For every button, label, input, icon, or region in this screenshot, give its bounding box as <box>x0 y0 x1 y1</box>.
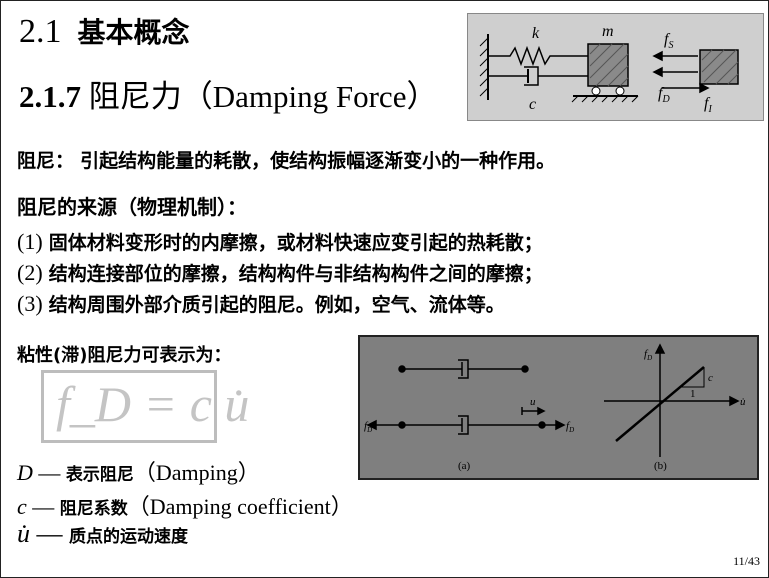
damping-formula-box: f_D = c u̇ <box>41 370 249 443</box>
symbol-definition: c — 阻尼系数（Damping coefficient） <box>17 494 353 519</box>
spring-label-k: k <box>532 25 540 42</box>
symbol-definition: D — 表示阻尼（Damping） <box>17 460 260 485</box>
sdof-figure: k m c fS fD fI <box>467 13 764 121</box>
figure-label-b: (b) <box>654 460 667 472</box>
definition-text: 引起结构能量的耗散，使结构振幅逐渐变小的一种作用。 <box>80 150 556 172</box>
section-number: 2.1 <box>19 13 62 50</box>
subsection-title: 阻尼力（Damping Force） <box>88 79 438 114</box>
figure-label-a: (a) <box>458 460 471 472</box>
damping-formula: f_D = c u̇ <box>56 376 250 432</box>
section-title: 基本概念 <box>77 16 190 49</box>
damper-label-c: c <box>529 96 536 113</box>
slope-label-c: c <box>708 372 713 384</box>
viscous-label: 粘性(滞)阻尼力可表示为： <box>17 345 232 366</box>
section-heading: 2.1 基本概念 <box>19 11 190 51</box>
source-item: (3) 结构周围外部介质引起的阻尼。例如，空气、流体等。 <box>17 291 505 316</box>
source-item: (1) 固体材料变形时的内摩擦，或材料快速应变引起的热耗散； <box>17 229 543 254</box>
damper-figure: fD fD u fD u̇ c 1 (a) (b) <box>358 335 759 480</box>
force-label-fi: fI <box>704 95 712 115</box>
subsection-heading: 2.1.7 阻尼力（Damping Force） <box>19 71 437 116</box>
mass-label-m: m <box>602 23 614 40</box>
fd-left-label: fD <box>364 420 372 434</box>
subsection-number: 2.1.7 <box>19 79 81 114</box>
fd-right-label: fD <box>566 420 574 434</box>
sources-heading: 阻尼的来源（物理机制）： <box>17 195 247 219</box>
definition-term: 阻尼： <box>17 150 75 172</box>
force-label-fd: fD <box>658 85 670 105</box>
force-label-fs: fS <box>664 31 673 51</box>
axis-label-udot: u̇ <box>740 396 746 408</box>
axis-label-fd: fD <box>644 348 652 362</box>
displacement-label-u: u <box>530 396 536 408</box>
slope-label-one: 1 <box>690 388 696 400</box>
page-number: 11/43 <box>733 554 760 568</box>
source-item: (2) 结构连接部位的摩擦，结构构件与非结构构件之间的摩擦； <box>17 260 543 285</box>
damping-definition: 阻尼： 引起结构能量的耗散，使结构振幅逐渐变小的一种作用。 <box>17 146 555 173</box>
symbol-definition: u̇ — 质点的运动速度 <box>17 519 188 548</box>
